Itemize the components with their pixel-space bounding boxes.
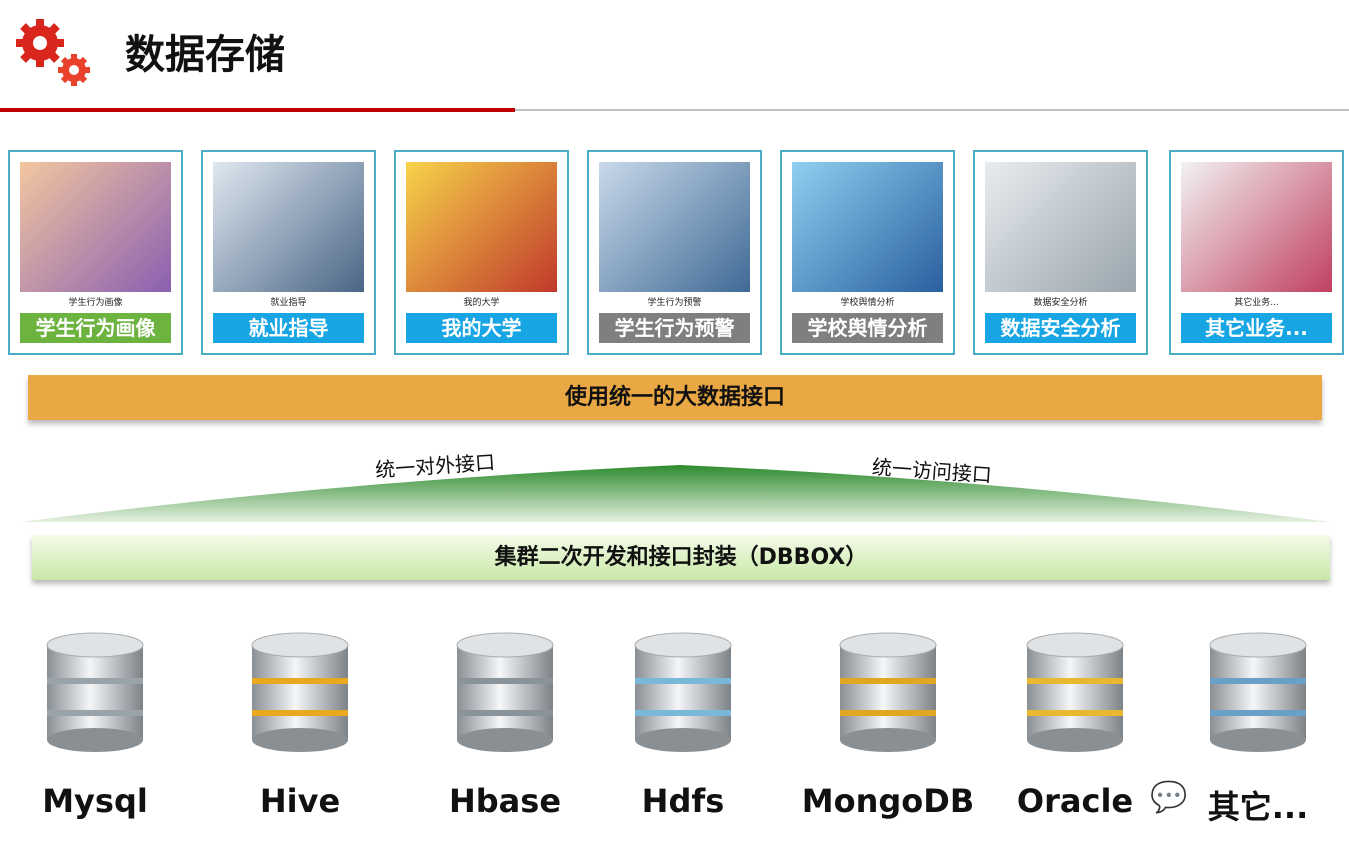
database-icon — [1209, 632, 1307, 752]
module-caption: 其它业务... — [1234, 298, 1279, 308]
database-icon — [839, 632, 937, 752]
module-image — [599, 162, 750, 292]
module-caption: 数据安全分析 — [1033, 298, 1088, 308]
module-label: 我的大学 — [406, 313, 557, 343]
module-label: 其它业务... — [1181, 313, 1332, 343]
module-caption: 学生行为预警 — [647, 298, 702, 308]
database-label: 其它... — [1207, 788, 1309, 826]
page-title: 数据存储 — [125, 32, 285, 78]
module-card[interactable]: 学校舆情分析 学校舆情分析 — [780, 150, 955, 355]
module-card[interactable]: 学生行为预警 学生行为预警 — [587, 150, 762, 355]
module-label: 学校舆情分析 — [792, 313, 943, 343]
module-card[interactable]: 其它业务... 其它业务... — [1169, 150, 1344, 355]
database-icon — [634, 632, 732, 752]
module-image — [20, 162, 171, 292]
database-label: Hdfs — [641, 782, 725, 820]
module-label: 就业指导 — [213, 313, 364, 343]
module-image — [213, 162, 364, 292]
module-label: 学生行为预警 — [599, 313, 750, 343]
title-divider-red — [0, 108, 515, 112]
module-caption: 就业指导 — [270, 298, 307, 308]
database-label: Mysql — [42, 782, 148, 820]
database-label: Hive — [259, 782, 341, 820]
watermark: 💬 — [1150, 780, 1188, 815]
database-icon — [46, 632, 144, 752]
database-label: MongoDB — [801, 782, 975, 820]
mountain-shape — [20, 465, 1330, 522]
module-image — [1181, 162, 1332, 292]
module-image — [792, 162, 943, 292]
gears-icon — [16, 19, 90, 86]
module-card[interactable]: 我的大学 我的大学 — [394, 150, 569, 355]
database-icon — [456, 632, 554, 752]
module-card[interactable]: 学生行为画像 学生行为画像 — [8, 150, 183, 355]
unified-api-bar: 使用统一的大数据接口 — [28, 375, 1322, 420]
database-label: Hbase — [448, 782, 562, 820]
module-label: 数据安全分析 — [985, 313, 1136, 343]
module-caption: 我的大学 — [463, 298, 500, 308]
module-image — [985, 162, 1136, 292]
database-icon — [251, 632, 349, 752]
database-label: Oracle — [1016, 782, 1134, 820]
dbbox-bar: 集群二次开发和接口封装（DBBOX） — [32, 535, 1330, 580]
module-caption: 学校舆情分析 — [840, 298, 895, 308]
module-label: 学生行为画像 — [20, 313, 171, 343]
module-card[interactable]: 就业指导 就业指导 — [201, 150, 376, 355]
title-divider-gray — [515, 109, 1349, 111]
module-caption: 学生行为画像 — [68, 298, 123, 308]
module-image — [406, 162, 557, 292]
database-icon — [1026, 632, 1124, 752]
module-card[interactable]: 数据安全分析 数据安全分析 — [973, 150, 1148, 355]
